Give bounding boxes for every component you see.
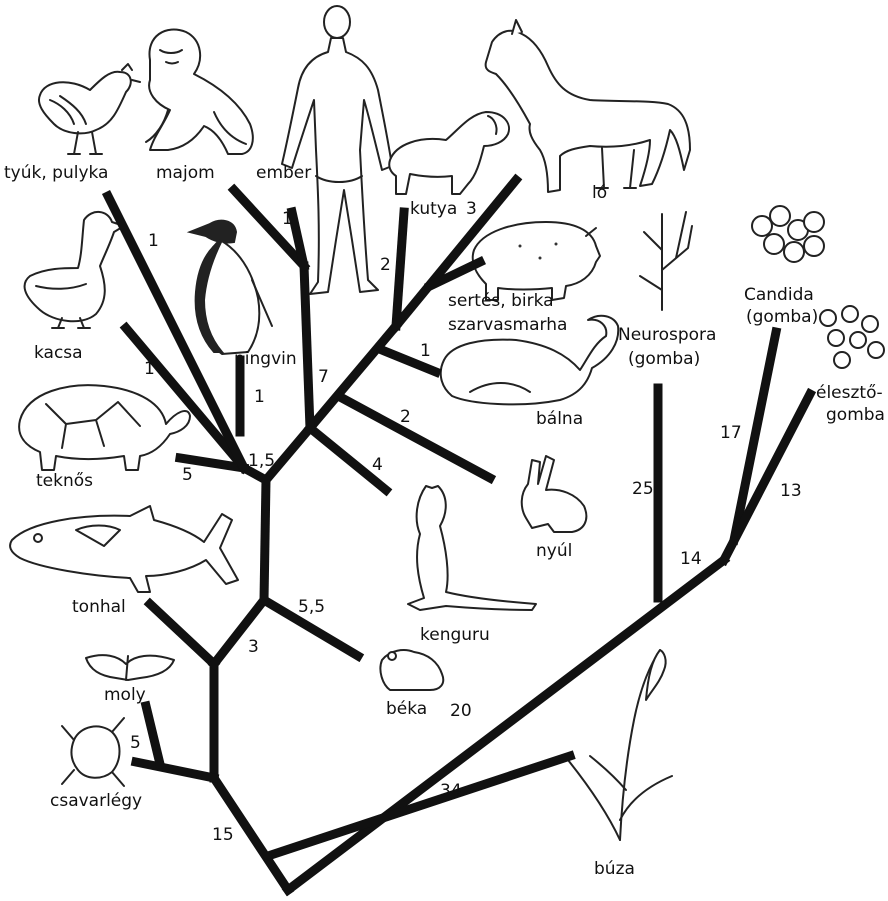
label-pingvin: pingvin [234,349,297,369]
rabbit-illustration [522,456,587,532]
moth-branch [146,706,160,764]
distance-pingvin: 1 [254,387,265,407]
label-eleszto-1: élesztő- [816,383,883,403]
label-kutya: kutya [410,199,457,219]
label-candida-1: Candida [744,285,814,305]
distance-mammal-stem: 7 [318,367,329,387]
distance-teknos: 5 [182,465,193,485]
distance-balna: 1 [420,341,431,361]
label-sertes-1: sertés, birka [448,291,554,311]
label-nyul: nyúl [536,541,572,561]
distance-fungi-stem: 14 [680,549,702,569]
distance-eleszto: 13 [780,481,802,501]
animal-stem-3 [264,480,266,600]
distance-ember: 1 [282,209,293,229]
dog-illustration [389,112,509,194]
label-lo: ló [592,183,607,203]
label-kenguru: kenguru [420,625,490,645]
distance-buza: 34 [440,781,462,801]
candida-illustration [752,206,824,262]
label-beka: béka [386,699,427,719]
tuna-illustration [10,506,238,592]
distance-moly: 5 [130,733,141,753]
label-balna: bálna [536,409,583,429]
distance-kenguru: 4 [372,455,383,475]
distance-kutya: 3 [466,199,477,219]
label-neurospora-2: (gomba) [628,349,700,369]
fly-branch [136,762,214,778]
ape-illustration [146,30,253,154]
yeast-branch [724,394,810,560]
label-csavarlegy: csavarlégy [50,791,142,811]
label-candida-2: (gomba) [746,307,818,327]
label-majom: majom [156,163,215,183]
label-eleszto-2: gomba [826,405,885,425]
distance-beka-branch: 20 [450,701,472,721]
label-teknos: teknős [36,471,93,491]
tuna-branch [150,604,214,664]
label-ember: ember [256,163,311,183]
neurospora-illustration [640,212,692,310]
moth-illustration [86,655,174,680]
distance-neurospora: 25 [632,479,654,499]
wheat-branch [268,756,570,856]
distance-beka: 5,5 [298,597,325,617]
distance-tyuk: 1 [148,231,159,251]
hen-illustration [39,64,140,154]
primate-stem [304,266,310,428]
wheat-illustration [568,650,672,840]
frog-illustration [380,650,443,690]
label-kacsa: kacsa [34,343,83,363]
label-neurospora-1: Neurospora [618,325,716,345]
distance-sertes: 2 [380,255,391,275]
distance-teknos-node: 1,5 [248,451,275,471]
fly-illustration [62,718,124,786]
distance-nyul: 2 [400,407,411,427]
distance-tonhal-node: 3 [248,637,259,657]
rabbit-branch [342,398,490,478]
kangaroo-illustration [408,486,536,610]
penguin-illustration [190,221,272,354]
label-tyuk: tyúk, pulyka [4,163,108,183]
duck-illustration [25,212,124,328]
label-moly: moly [104,685,146,705]
dog-branch [396,212,404,326]
label-tonhal: tonhal [72,597,126,617]
distance-kacsa: 1 [144,359,155,379]
yeast-illustration [820,306,884,368]
turtle-illustration [19,385,190,470]
pig-illustration [473,222,600,300]
label-buza: búza [594,859,635,879]
distance-root: 15 [212,825,234,845]
horse-illustration [486,20,690,192]
label-sertes-2: szarvasmarha [448,315,567,335]
distance-candida: 17 [720,423,742,443]
